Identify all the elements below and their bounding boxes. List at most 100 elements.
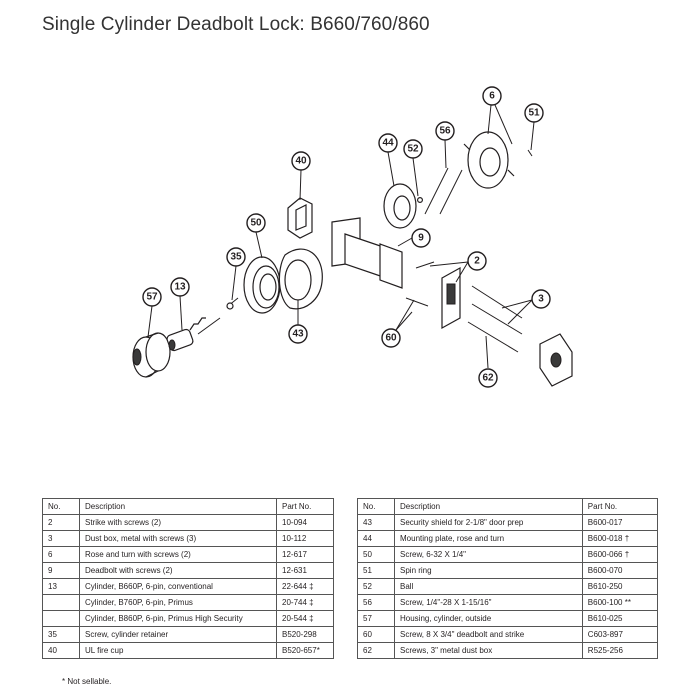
svg-text:9: 9 (418, 233, 424, 244)
cell-part-no: B520-657* (276, 642, 334, 659)
svg-text:6: 6 (489, 91, 495, 102)
svg-text:13: 13 (174, 282, 186, 293)
header-description: Description (79, 498, 277, 515)
cell-no (42, 594, 80, 611)
part-deadbolt (331, 217, 403, 289)
header-part-no: Part No. (276, 498, 334, 515)
cell-no: 51 (357, 562, 395, 579)
cell-part-no: 22-644 ‡ (276, 578, 334, 595)
part-mounting-plate (383, 183, 417, 229)
cell-part-no: 12-631 (276, 562, 334, 579)
cell-no: 3 (42, 530, 80, 547)
callout-57: 57 (142, 287, 162, 307)
cell-description: Spin ring (394, 562, 583, 579)
header-no: No. (357, 498, 395, 515)
cell-no: 35 (42, 626, 80, 643)
cell-part-no: B520-298 (276, 626, 334, 643)
header-part-no: Part No. (581, 498, 659, 515)
cell-no: 2 (42, 514, 80, 531)
cell-description: Security shield for 2-1/8" door prep (394, 514, 583, 531)
callout-62: 62 (478, 368, 498, 388)
svg-text:44: 44 (382, 138, 394, 149)
cell-description: Dust box, metal with screws (3) (79, 530, 277, 547)
exploded-parts-diagram: 57 13 35 50 40 43 44 52 56 6 51 9 2 3 60… (132, 86, 573, 388)
callout-50: 51 (524, 103, 544, 123)
svg-text:2: 2 (474, 256, 480, 267)
part-cylinder-housing (132, 332, 171, 378)
header-no: No. (42, 498, 80, 515)
callout-leaders (147, 104, 535, 369)
part-retainer-screw (226, 297, 239, 310)
svg-text:51: 51 (528, 108, 540, 119)
cell-no: 56 (357, 594, 395, 611)
part-security-shield (278, 248, 323, 310)
svg-text:50: 50 (250, 218, 262, 229)
cell-description: Cylinder, B660P, 6-pin, conventional (79, 578, 277, 595)
cell-no: 62 (357, 642, 395, 659)
callout-40: 40 (291, 151, 311, 171)
cell-part-no: B600-066 † (581, 546, 659, 563)
svg-text:40: 40 (295, 156, 307, 167)
footnote: * Not sellable. (62, 677, 112, 686)
cell-no: 6 (42, 546, 80, 563)
callout-13: 13 (170, 277, 190, 297)
table-row: Cylinder, B860P, 6-pin, Primus High Secu… (42, 610, 334, 627)
cell-description: Strike with screws (2) (79, 514, 277, 531)
callout-6: 6 (482, 86, 502, 106)
cell-no: 13 (42, 578, 80, 595)
part-rose-and-turn (463, 131, 515, 189)
part-ball (417, 197, 424, 204)
svg-text:3: 3 (538, 294, 544, 305)
cell-no: 52 (357, 578, 395, 595)
table-header-row: No. Description Part No. (42, 498, 334, 515)
cell-description: Screw, cylinder retainer (79, 626, 277, 643)
cell-part-no: B610-250 (581, 578, 659, 595)
cell-description: Housing, cylinder, outside (394, 610, 583, 627)
cell-part-no: 20-744 ‡ (276, 594, 334, 611)
cell-description: Ball (394, 578, 583, 595)
svg-text:35: 35 (230, 252, 242, 263)
part-small-screw (527, 149, 533, 157)
cell-description: Mounting plate, rose and turn (394, 530, 583, 547)
cell-part-no: 10-112 (276, 530, 334, 547)
cell-no: 43 (357, 514, 395, 531)
page-title: Single Cylinder Deadbolt Lock: B660/760/… (42, 14, 430, 35)
svg-text:57: 57 (146, 292, 158, 303)
part-spin-ring (243, 256, 281, 314)
svg-text:60: 60 (385, 333, 397, 344)
callout-2: 2 (467, 251, 487, 271)
cell-no: 57 (357, 610, 395, 627)
part-dust-box-screws (467, 285, 523, 353)
cell-part-no: B600-100 ** (581, 594, 659, 611)
cell-part-no: R525-256 (581, 642, 659, 659)
cell-description: Deadbolt with screws (2) (79, 562, 277, 579)
svg-text:62: 62 (482, 373, 494, 384)
cell-part-no: B600-017 (581, 514, 659, 531)
part-long-screws (424, 167, 463, 215)
callout-3: 3 (531, 289, 551, 309)
callout-56: 56 (435, 121, 455, 141)
cell-no: 50 (357, 546, 395, 563)
callout-9: 9 (411, 228, 431, 248)
cell-description: Screw, 8 X 3/4" deadbolt and strike (394, 626, 583, 643)
cell-description: Cylinder, B760P, 6-pin, Primus (79, 594, 277, 611)
callout-52: 52 (403, 139, 423, 159)
svg-text:43: 43 (292, 329, 304, 340)
cell-part-no: B600-070 (581, 562, 659, 579)
cell-no: 9 (42, 562, 80, 579)
